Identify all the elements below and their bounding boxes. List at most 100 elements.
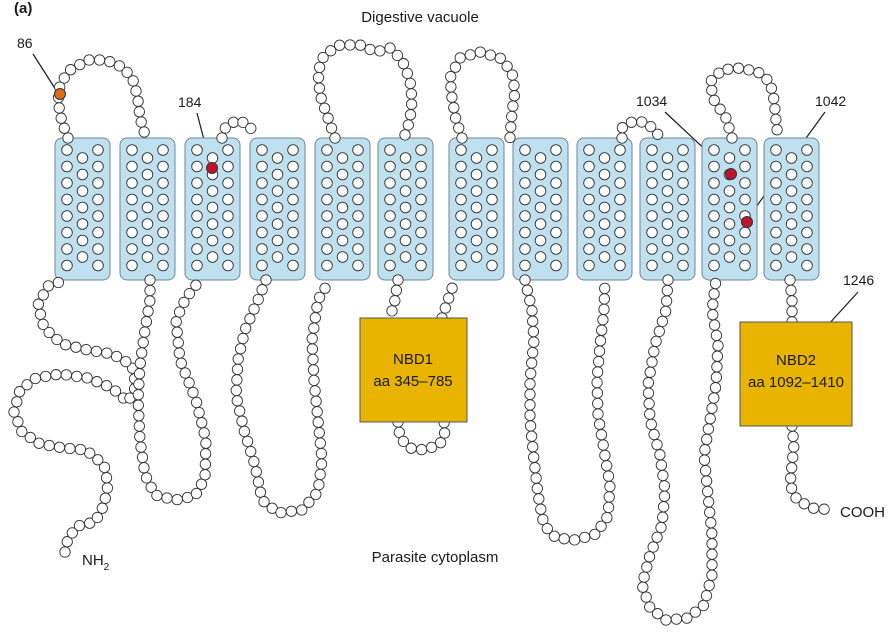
- amino-acid-bead: [391, 285, 401, 295]
- amino-acid-bead: [786, 483, 796, 493]
- helix-residue: [257, 260, 268, 271]
- amino-acid-bead: [261, 275, 271, 285]
- helix-residue: [192, 260, 203, 271]
- amino-acid-bead: [235, 344, 245, 354]
- helix-residue: [192, 161, 203, 172]
- helix-residue: [678, 227, 689, 238]
- amino-acid-bead: [520, 275, 530, 285]
- helix-residue: [709, 178, 720, 189]
- helix-residue: [158, 244, 169, 255]
- amino-acid-bead: [659, 481, 669, 491]
- amino-acid-bead: [102, 348, 112, 358]
- amino-acid-bead: [323, 113, 333, 123]
- helix-residue: [192, 178, 203, 189]
- amino-acid-bead: [141, 473, 151, 483]
- helix-residue: [662, 219, 673, 230]
- amino-acid-bead: [174, 348, 184, 358]
- amino-acid-bead: [30, 373, 40, 383]
- helix-residue: [487, 211, 498, 222]
- amino-acid-bead: [744, 65, 754, 75]
- helix-residue: [740, 244, 751, 255]
- helix-residue: [127, 161, 138, 172]
- amino-acid-bead: [596, 430, 606, 440]
- chain-segment-15: [785, 275, 797, 327]
- helix-residue: [385, 227, 396, 238]
- amino-acid-bead: [176, 358, 186, 368]
- amino-acid-bead: [525, 379, 535, 389]
- helix-residue: [93, 211, 104, 222]
- amino-acid-bead: [657, 316, 667, 326]
- amino-acid-bead: [9, 407, 19, 417]
- helix-residue: [487, 145, 498, 156]
- helix-residue: [771, 227, 782, 238]
- amino-acid-bead: [799, 499, 809, 509]
- amino-acid-bead: [506, 122, 516, 132]
- amino-acid-bead: [599, 304, 609, 314]
- amino-acid-bead: [85, 448, 95, 458]
- amino-acid-bead: [313, 72, 323, 82]
- helix-residue: [771, 161, 782, 172]
- helix-residue: [709, 194, 720, 205]
- amino-acid-bead: [246, 123, 256, 133]
- amino-acid-bead: [239, 426, 249, 436]
- amino-acid-bead: [249, 456, 259, 466]
- amino-acid-bead: [435, 438, 445, 448]
- amino-acid-bead: [654, 326, 664, 336]
- helix-residue: [551, 194, 562, 205]
- amino-acid-bead: [788, 431, 798, 441]
- helix-residue: [802, 244, 813, 255]
- helix-residue: [584, 178, 595, 189]
- amino-acid-bead: [13, 417, 23, 427]
- helix-residue: [471, 186, 482, 197]
- amino-acid-bead: [706, 518, 716, 528]
- amino-acid-bead: [311, 396, 321, 406]
- amino-acid-bead: [315, 438, 325, 448]
- amino-acid-bead: [709, 289, 719, 299]
- helix-residue: [127, 211, 138, 222]
- amino-acid-bead: [704, 497, 714, 507]
- helix-residue: [599, 169, 610, 180]
- amino-acid-bead: [769, 93, 779, 103]
- amino-acid-bead: [660, 306, 670, 316]
- helix-residue: [740, 178, 751, 189]
- helix-residue: [584, 244, 595, 255]
- helix-residue: [678, 194, 689, 205]
- helix-residue: [599, 186, 610, 197]
- amino-acid-bead: [707, 528, 717, 538]
- amino-acid-bead: [53, 277, 63, 287]
- amino-acid-bead: [653, 129, 663, 139]
- amino-acid-bead: [375, 46, 385, 56]
- helix-residue: [192, 194, 203, 205]
- amino-acid-bead: [91, 346, 101, 356]
- helix-residue: [93, 244, 104, 255]
- amino-acid-bead: [238, 333, 248, 343]
- amino-acid-bead: [330, 133, 340, 143]
- helix-residue: [288, 211, 299, 222]
- helix-residue: [771, 244, 782, 255]
- helix-residue: [662, 153, 673, 164]
- amino-acid-bead: [772, 125, 782, 135]
- amino-acid-bead: [184, 378, 194, 388]
- amino-acid-bead: [446, 71, 456, 81]
- amino-acid-bead: [405, 110, 415, 120]
- helix-residue: [520, 194, 531, 205]
- amino-acid-bead: [705, 507, 715, 517]
- helix-residue: [615, 161, 626, 172]
- amino-acid-bead: [134, 107, 144, 117]
- helix-residue: [207, 153, 218, 164]
- helix-residue: [802, 194, 813, 205]
- helix-residue: [786, 186, 797, 197]
- helix-residue: [400, 153, 411, 164]
- amino-acid-bead: [245, 314, 255, 324]
- helix-residue: [158, 161, 169, 172]
- helix-residue: [385, 194, 396, 205]
- helix-residue: [288, 244, 299, 255]
- nbd1-range: aa 345–785: [373, 373, 452, 390]
- helix-residue: [272, 169, 283, 180]
- helix-residue: [456, 260, 467, 271]
- helix-residue: [535, 202, 546, 213]
- amino-acid-bead: [712, 362, 722, 372]
- helix-residue: [337, 186, 348, 197]
- helix-residue: [802, 260, 813, 271]
